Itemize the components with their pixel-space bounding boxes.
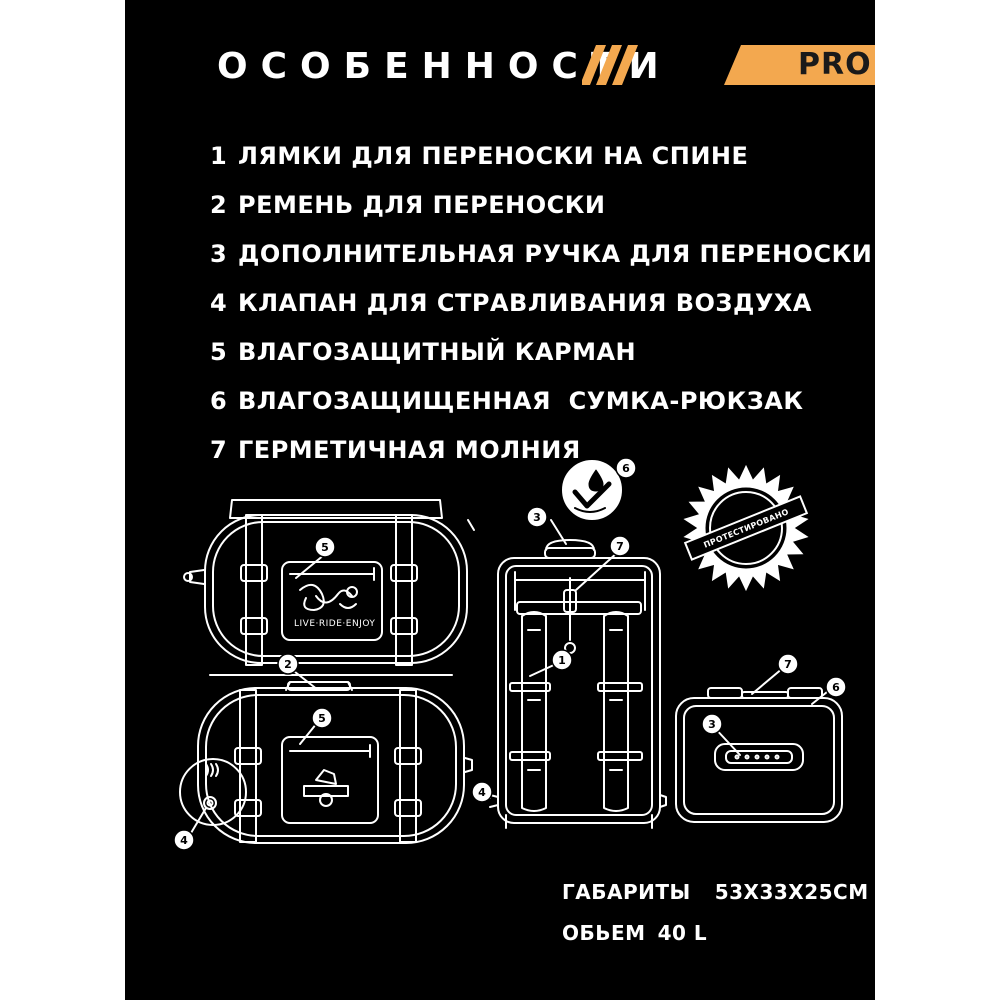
feature-text: КЛАПАН ДЛЯ СТРАВЛИВАНИЯ ВОЗДУХА: [238, 289, 812, 317]
callout-number: 7: [784, 658, 792, 671]
stripes-decoration: [582, 45, 638, 85]
duffel-bag-front-view: [179, 674, 473, 844]
volume-spec: ОБЬЕМ 40 L: [562, 921, 707, 945]
feature-text: ВЛАГОЗАЩИТНЫЙ КАРМАН: [238, 338, 637, 366]
feature-text: ЛЯМКИ ДЛЯ ПЕРЕНОСКИ НА СПИНЕ: [238, 142, 749, 170]
feature-number: 4: [210, 289, 228, 317]
callout-number: 5: [318, 712, 326, 725]
volume-label: ОБЬЕМ: [562, 921, 646, 945]
volume-value: 40 L: [657, 921, 708, 945]
callout-number: 1: [558, 654, 566, 667]
callout-number: 2: [284, 658, 292, 671]
callout-number: 6: [622, 462, 630, 475]
dimensions-spec: ГАБАРИТЫ 53Х33Х25СМ: [562, 880, 869, 904]
callout-number: 4: [180, 834, 188, 847]
duffel-bag-side-view: [183, 499, 475, 666]
list-item: 7 ГЕРМЕТИЧНАЯ МОЛНИЯ: [210, 426, 870, 475]
feature-number: 1: [210, 142, 228, 170]
list-item: 4 КЛАПАН ДЛЯ СТРАВЛИВАНИЯ ВОЗДУХА: [210, 279, 870, 328]
feature-text: ВЛАГОЗАЩИЩЕННАЯ СУМКА-РЮКЗАК: [238, 387, 804, 415]
pro-tag: [724, 45, 875, 85]
feature-list: 1 ЛЯМКИ ДЛЯ ПЕРЕНОСКИ НА СПИНЕ 2 РЕМЕНЬ ДЛ…: [210, 132, 873, 475]
dimensions-value: 53Х33Х25СМ: [714, 880, 869, 904]
bag-slogan: LIVE·RIDE·ENJOY: [294, 619, 375, 629]
tested-badge-icon: ПРОТЕСТИРОВАНО: [683, 464, 809, 592]
callout-number: 5: [321, 541, 329, 554]
list-item: 3 ДОПОЛНИТЕЛЬНАЯ РУЧКА ДЛЯ ПЕРЕНОСКИ: [210, 230, 873, 279]
callout-number: 4: [478, 786, 486, 799]
callout-number: 3: [708, 718, 716, 731]
feature-number: 6: [210, 387, 228, 415]
feature-number: 5: [210, 338, 228, 366]
backpack-back-view: [489, 539, 667, 829]
list-item: 2 РЕМЕНЬ ДЛЯ ПЕРЕНОСКИ: [210, 181, 870, 230]
callout-number: 7: [616, 540, 624, 553]
callout-number: 6: [832, 681, 840, 694]
waterproof-drop-check-icon: [562, 460, 622, 520]
bag-end-view: [675, 687, 843, 823]
feature-text: ГЕРМЕТИЧНАЯ МОЛНИЯ: [238, 436, 581, 464]
feature-text: ДОПОЛНИТЕЛЬНАЯ РУЧКА ДЛЯ ПЕРЕНОСКИ: [238, 240, 873, 268]
list-item: 1 ЛЯМКИ ДЛЯ ПЕРЕНОСКИ НА СПИНЕ: [210, 132, 870, 181]
feature-text: РЕМЕНЬ ДЛЯ ПЕРЕНОСКИ: [238, 191, 606, 219]
feature-number: 7: [210, 436, 228, 464]
dimensions-label: ГАБАРИТЫ: [562, 880, 691, 904]
list-item: 5 ВЛАГОЗАЩИТНЫЙ КАРМАН: [210, 328, 870, 377]
feature-number: 3: [210, 240, 228, 268]
callout-markers: 3 7 6 1 5 2 5 4 4 3 7 6: [173, 457, 847, 851]
feature-number: 2: [210, 191, 228, 219]
callout-number: 3: [533, 511, 541, 524]
list-item: 6 ВЛАГОЗАЩИЩЕННАЯ СУМКА-РЮКЗАК: [210, 377, 870, 426]
